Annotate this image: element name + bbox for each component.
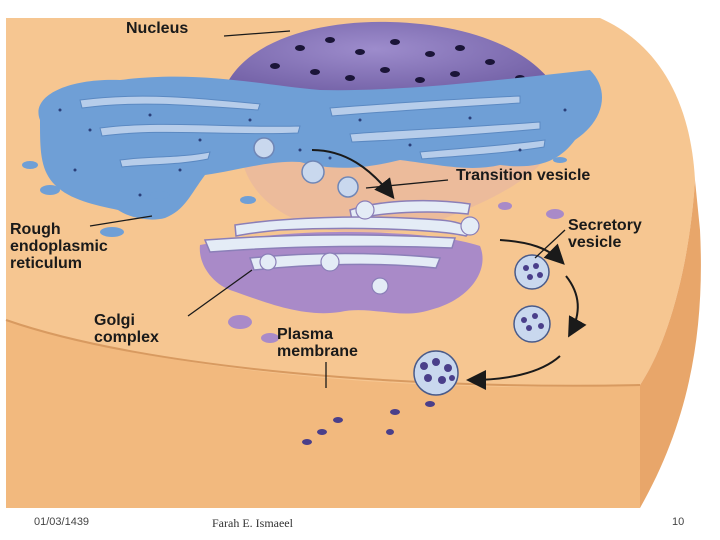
vesicle-transport-arrow [565, 275, 587, 338]
exocytosis-arrow [466, 355, 561, 390]
rough-er-leader [89, 215, 153, 227]
footer-page-number: 10 [672, 516, 685, 528]
released-secretion [302, 401, 435, 445]
label-transition-vesicle: Transition vesicle [456, 167, 591, 184]
leader-lines [89, 30, 566, 388]
cell-top-edge [5, 319, 641, 387]
rough-er-sheets [38, 70, 602, 220]
transition-vesicles [253, 137, 359, 198]
transition-vesicle [337, 176, 359, 198]
rough-endoplasmic-reticulum [22, 70, 602, 237]
label-nucleus: Nucleus [126, 20, 189, 37]
golgi-cisternae [203, 199, 474, 271]
nucleus-to-golgi-arrow [311, 149, 395, 200]
footer-author: Farah E. Ismaeel [212, 516, 293, 530]
golgi-complex [199, 199, 564, 343]
cell-front-face [6, 320, 640, 508]
secretory-vesicle-leader [534, 229, 566, 259]
secretory-vesicle [513, 305, 551, 343]
secretory-vesicle [514, 254, 550, 290]
cell-side-face [640, 180, 701, 508]
label-rough-er: Rough endoplasmic reticulum [10, 221, 108, 272]
ribosomes [58, 108, 567, 197]
label-plasma-membrane: Plasma membrane [277, 326, 358, 360]
er-fragments [22, 157, 567, 237]
rough-er-lumen [79, 95, 546, 168]
purple-vesicles [228, 202, 564, 343]
transition-vesicle [253, 137, 275, 159]
label-golgi-complex: Golgi complex [94, 312, 159, 346]
transition-vesicle [301, 160, 325, 184]
footer-date: 01/03/1439 [34, 516, 90, 528]
secretory-vesicles [302, 254, 551, 445]
label-secretory-vesicle: Secretory vesicle [568, 217, 642, 251]
secretory-granules [420, 263, 544, 384]
transition-vesicle-leader [365, 179, 449, 189]
exocytosis-vesicle [413, 350, 459, 396]
nucleus-dome [222, 21, 562, 100]
golgi-to-vesicle-arrow [499, 239, 565, 265]
golgi-base [199, 232, 483, 314]
golgi-vesicles [259, 200, 480, 295]
pathway-arrows [311, 149, 587, 390]
nucleus-leader [223, 30, 291, 37]
golgi-leader [187, 269, 253, 317]
